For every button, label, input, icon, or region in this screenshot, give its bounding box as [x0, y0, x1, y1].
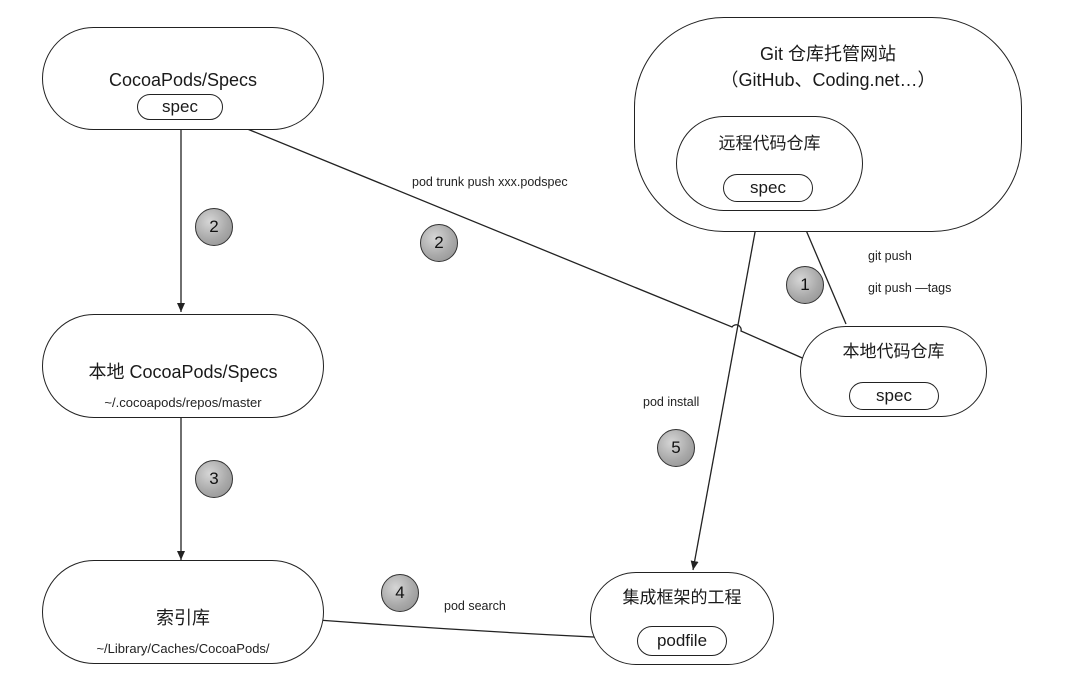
spec-pill: spec: [137, 94, 223, 120]
node-title: 集成框架的工程: [622, 588, 742, 607]
node-local-specs: 本地 CocoaPods/Specs ~/.cocoapods/repos/ma…: [42, 314, 324, 418]
label-pod-search: pod search: [444, 599, 506, 613]
node-title: CocoaPods/Specs: [108, 70, 258, 90]
node-cocoapods-specs: CocoaPods/Specs spec: [42, 27, 324, 130]
label-git-push-tags: git push —tags: [868, 281, 952, 295]
arrow-pod-search: [317, 619, 637, 643]
node-git-host: Git 仓库托管网站 （GitHub、Coding.net…） 远程代码仓库 s…: [634, 17, 1022, 232]
node-local-repo: 本地代码仓库 spec: [800, 326, 987, 417]
step-badge-2-left: 2: [195, 208, 233, 246]
node-title: 本地代码仓库: [842, 342, 945, 361]
node-title: 索引库: [156, 608, 210, 628]
spec-pill: spec: [723, 174, 813, 202]
node-path: ~/.cocoapods/repos/master: [104, 395, 262, 410]
step-badge-3: 3: [195, 460, 233, 498]
step-badge-4: 4: [381, 574, 419, 612]
node-remote-repo: 远程代码仓库 spec: [676, 116, 863, 211]
node-path: ~/Library/Caches/CocoaPods/: [96, 641, 270, 656]
arrow-pod-install: [690, 204, 761, 571]
step-badge-5: 5: [657, 429, 695, 467]
spec-pill: spec: [849, 382, 939, 410]
node-title: 本地 CocoaPods/Specs: [88, 362, 278, 382]
node-subtitle: （GitHub、Coding.net…）: [720, 70, 936, 90]
label-git-push: git push: [868, 249, 912, 263]
node-title: Git 仓库托管网站: [759, 44, 896, 64]
label-pod-install: pod install: [643, 395, 700, 409]
podfile-pill: podfile: [637, 626, 727, 656]
node-index: 索引库 ~/Library/Caches/CocoaPods/: [42, 560, 324, 664]
step-badge-2-mid: 2: [420, 224, 458, 262]
step-badge-1: 1: [786, 266, 824, 304]
node-project: 集成框架的工程 podfile: [590, 572, 774, 665]
node-title: 远程代码仓库: [718, 134, 821, 153]
label-trunk-push: pod trunk push xxx.podspec: [412, 175, 568, 189]
